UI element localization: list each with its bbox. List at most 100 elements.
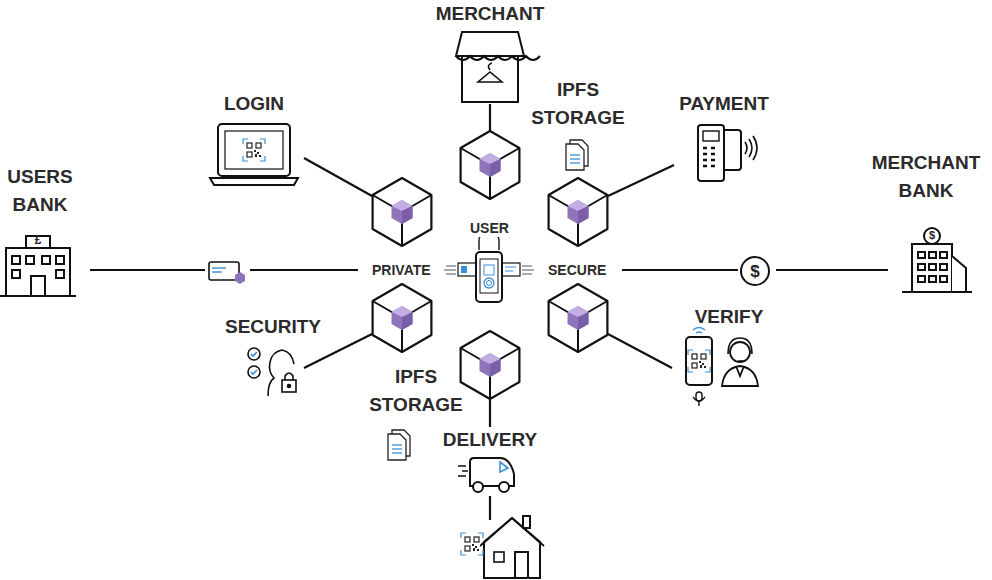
connector-lines-part: [608, 165, 674, 196]
security-icon-part: [248, 366, 260, 378]
verify-icon-part: [696, 392, 702, 401]
security-icon-part: [288, 385, 291, 388]
merchant-bank-icon-part: [929, 276, 936, 282]
users-bank-icon-part: [0, 295, 76, 297]
security-icon-part: [282, 380, 296, 392]
user-phone-icon-part: [505, 271, 513, 272]
document-icon: [566, 140, 588, 170]
user-phone-icon-part: [487, 281, 492, 286]
connector-lines-part: [90, 269, 205, 271]
merchant-bank-icon-part: [952, 256, 966, 292]
merchant-bank-icon: [902, 228, 972, 292]
blockchain-cubes-part: [373, 178, 432, 246]
users-bank-icon-part: [12, 256, 20, 264]
currency-glyph: $: [745, 263, 765, 280]
connector-lines-part: [304, 158, 372, 196]
connector-lines-part: [489, 104, 491, 131]
merchant-store-icon-part: [478, 63, 502, 82]
section-label: PAYMENT: [664, 90, 784, 118]
verify-icon-part: [686, 337, 712, 385]
bank-card-icon-part: [235, 272, 245, 284]
user-phone-icon-part: [461, 266, 467, 273]
users-bank-icon-part: [6, 248, 70, 296]
connector-lines-part: [489, 400, 491, 427]
property-label: PRIVATE: [370, 261, 433, 279]
users-bank-icon-part: [42, 256, 50, 264]
property-label: SECURE: [546, 261, 608, 279]
blockchain-cubes-part: [373, 284, 432, 352]
connector-lines-part: [608, 334, 672, 368]
merchant-bank-icon-part: [918, 276, 925, 282]
verify-icon-part: [730, 342, 750, 362]
laptop-icon-part: [218, 124, 290, 176]
house-icon-part: [494, 552, 504, 562]
house-icon-part: [484, 518, 540, 578]
storage-label: IPFS STORAGE: [528, 76, 628, 132]
connector-lines-part: [489, 496, 491, 520]
bank-card-icon-part: [212, 267, 226, 268]
delivery-van-icon: [458, 458, 514, 492]
payment-terminal-icon-part: [698, 125, 724, 181]
laptop-icon: [210, 124, 298, 185]
laptop-icon-part: [243, 139, 265, 161]
users-bank-icon-part: [56, 270, 64, 278]
section-label: SECURITY: [213, 313, 333, 341]
verify-icon-part: [728, 338, 752, 361]
connector-lines-part: [776, 269, 888, 271]
merchant-bank-icon-part: [929, 252, 936, 258]
verify-icon-part: [693, 328, 705, 334]
merchant-bank-icon-part: [918, 252, 925, 258]
section-label: DELIVERY: [430, 426, 550, 454]
merchant-bank-icon-part: [918, 264, 925, 270]
house-icon-part: [480, 518, 544, 546]
merchant-store-icon-part: [456, 56, 540, 60]
security-icon: [248, 348, 296, 396]
delivery-van-icon-part: [500, 462, 508, 472]
section-label: LOGIN: [204, 90, 304, 118]
merchant-bank-icon-part: [940, 264, 947, 270]
merchant-bank-icon-part: [940, 276, 947, 282]
security-icon-part: [251, 352, 257, 356]
payment-terminal-icon-part: [745, 136, 757, 160]
security-icon-part: [285, 373, 293, 380]
merchant-bank-icon-part: [902, 291, 972, 293]
bank-label: MERCHANT BANK: [861, 149, 991, 205]
user-phone-icon: [444, 226, 534, 302]
verify-icon-part: [693, 397, 705, 406]
delivery-van-icon-part: [499, 482, 509, 492]
user-label: USER: [468, 219, 511, 237]
house-icon-part: [515, 552, 528, 578]
delivery-van-icon-part: [473, 482, 483, 492]
user-phone-icon-part: [502, 263, 520, 276]
users-bank-icon-part: [12, 270, 20, 278]
user-phone-icon-part: [476, 252, 502, 302]
bank-card-icon-part: [209, 262, 239, 280]
coin-icon: [741, 257, 769, 285]
user-phone-icon-part: [505, 267, 516, 268]
laptop-icon-part: [210, 178, 298, 185]
payment-terminal-icon-part: [703, 131, 719, 141]
security-icon-part: [248, 348, 260, 360]
storage-label: IPFS STORAGE: [366, 363, 466, 419]
verify-icon-part: [688, 350, 710, 372]
user-phone-icon-part: [484, 278, 494, 288]
connector-lines: [90, 104, 888, 520]
coin-icon-part: [741, 257, 769, 285]
bank-card-icon: [209, 262, 245, 284]
merchant-store-icon-part: [462, 56, 518, 102]
section-label: MERCHANT: [420, 0, 560, 28]
section-label: VERIFY: [679, 303, 779, 331]
merchant-store-icon-part: [456, 32, 524, 56]
user-phone-icon-part: [480, 259, 498, 293]
merchant-bank-icon-part: [912, 244, 952, 292]
users-bank-icon-part: [31, 276, 45, 296]
laptop-icon-part: [225, 131, 283, 169]
verify-icon: [686, 328, 758, 407]
connector-lines-part: [304, 334, 372, 368]
user-phone-icon-part: [444, 266, 534, 274]
house-icon: [461, 516, 544, 578]
currency-glyph: £: [28, 234, 48, 246]
house-icon-part: [461, 533, 483, 555]
users-bank-icon-part: [26, 256, 34, 264]
blockchain-cubes-part: [549, 178, 608, 246]
